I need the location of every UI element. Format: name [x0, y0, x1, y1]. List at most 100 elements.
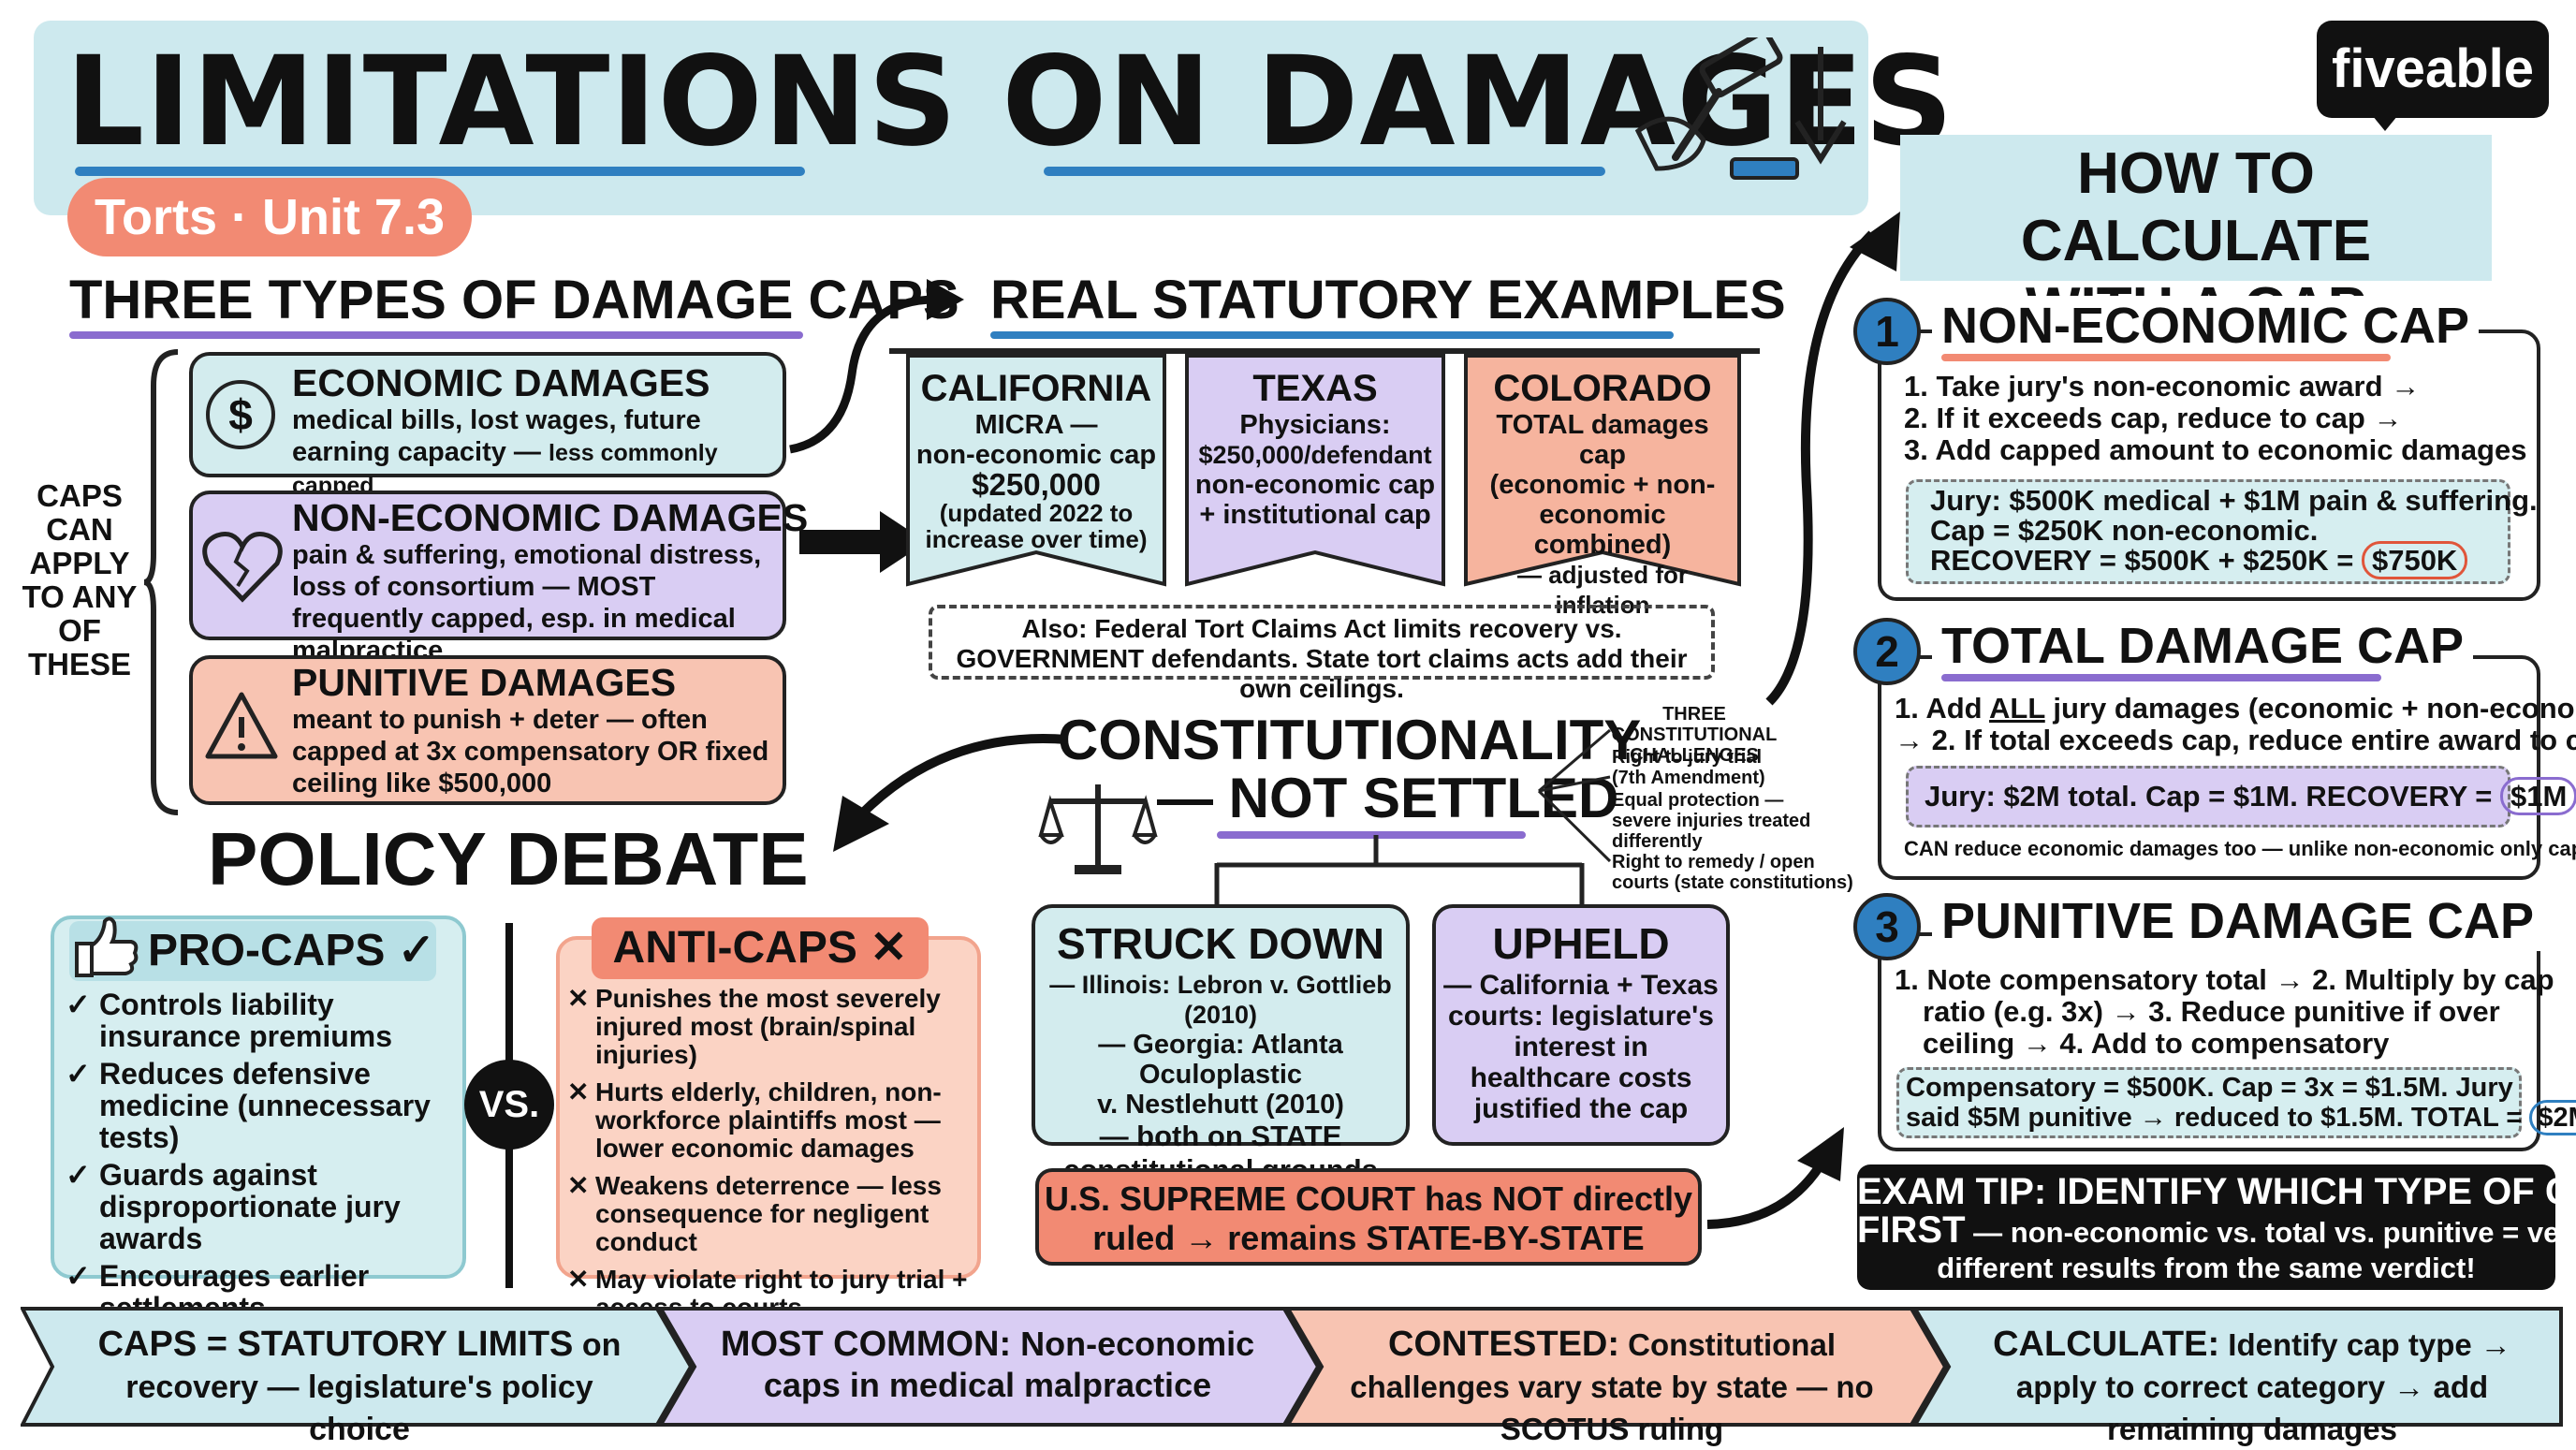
- challenge-item: Equal protection — severe injuries treat…: [1612, 790, 1811, 852]
- constitutionality-heading: CONSTITUTIONALITY: [1058, 709, 1642, 771]
- colorado-banner: COLORADO TOTAL damages cap (economic + n…: [1464, 354, 1741, 619]
- warning-icon: [205, 692, 278, 759]
- step1-result: $750K: [2361, 541, 2468, 579]
- arrow-to-policy: [833, 734, 1068, 852]
- step3-title: PUNITIVE DAMAGE CAP: [1932, 891, 2544, 951]
- banner-rod: [889, 348, 1760, 354]
- step3-example: [1896, 1067, 2522, 1138]
- colorado-line: (economic + non-: [1489, 470, 1716, 500]
- challenge-item: Right to remedy / open courts (state con…: [1612, 852, 1853, 893]
- step2-line: → 2. If total exceeds cap, reduce entire…: [1895, 724, 2576, 756]
- upheld-line: justified the cap: [1473, 1093, 1689, 1124]
- struck-down-line: — both on STATE: [1099, 1120, 1342, 1152]
- step2-example-line: Jury: $2M total. Cap = $1M. RECOVERY = $…: [1925, 777, 2576, 815]
- policy-debate-heading: POLICY DEBATE: [208, 817, 809, 901]
- colorado-line: TOTAL damages cap: [1496, 410, 1709, 470]
- step3-line: 1. Note compensatory total → 2. Multiply…: [1895, 963, 2554, 996]
- anti-caps-title: ANTI-CAPS ✕: [592, 917, 929, 979]
- step1-example: [1906, 479, 2510, 584]
- punitive-title: PUNITIVE DAMAGES: [292, 661, 677, 704]
- struck-down-line: — Illinois: Lebron v. Gottlieb (2010): [1049, 971, 1392, 1029]
- step1-example-line: RECOVERY = $500K + $250K = $750K: [1930, 541, 2468, 579]
- caps-side-label: CAPS CAN APPLY TO ANY OF THESE: [22, 478, 138, 681]
- step3-example-line: said $5M punitive → reduced to $1.5M. TO…: [1906, 1100, 2576, 1135]
- colorado-line: economic combined): [1533, 500, 1672, 560]
- step3-line: ceiling → 4. Add to compensatory: [1923, 1027, 2390, 1060]
- economic-damages-card: [189, 352, 786, 477]
- texas-line: $250,000/defendant: [1198, 441, 1432, 469]
- economic-body: medical bills, lost wages, future earnin…: [292, 405, 718, 499]
- punitive-damages-card: [189, 655, 786, 805]
- upheld-line: healthcare costs: [1470, 1062, 1692, 1093]
- colorado-title: COLORADO: [1493, 368, 1712, 409]
- scales-of-justice-icon: [1038, 784, 1158, 874]
- logo-tail: [2368, 110, 2402, 131]
- heading-underline: [1941, 674, 2381, 681]
- non-economic-body: pain & suffering, emotional distress, lo…: [292, 540, 762, 666]
- step3-line: ratio (e.g. 3x) → 3. Reduce punitive if …: [1923, 995, 2500, 1028]
- arrow-to-exam-tip: [1706, 1127, 1844, 1229]
- texas-line: non-economic cap: [1194, 470, 1436, 500]
- texas-title: TEXAS: [1252, 368, 1378, 409]
- challenge-brace-lines: [1537, 728, 1612, 863]
- step1-number: 1: [1853, 298, 1921, 365]
- struck-down-title: STRUCK DOWN: [1056, 919, 1385, 968]
- step3-result: $2M: [2529, 1100, 2576, 1135]
- gavel-down-arrow-icon: [1634, 37, 1847, 180]
- step3-number: 3: [1853, 893, 1921, 960]
- heading-underline: [69, 331, 803, 339]
- step3-example-line: Compensatory = $500K. Cap = 3x = $1.5M. …: [1906, 1073, 2513, 1103]
- anti-caps-panel: [556, 936, 981, 1279]
- title-underline: [1044, 167, 1605, 176]
- title-underline: [75, 167, 805, 176]
- footer-item-2: MOST COMMON: Non-economic caps in medica…: [720, 1325, 1255, 1404]
- calculate-heading: HOW TO CALCULATE WITH A CAP: [1900, 135, 2492, 341]
- broken-heart-icon: [202, 532, 283, 603]
- footer-item-4: CALCULATE: Identify cap type → apply to …: [1993, 1325, 2511, 1446]
- california-title: CALIFORNIA: [920, 368, 1152, 409]
- also-note: Also: Federal Tort Claims Act limits rec…: [929, 605, 1715, 703]
- step2-note: CAN reduce economic damages too — unlike…: [1904, 837, 2576, 860]
- step2-title: TOTAL DAMAGE CAP: [1932, 616, 2474, 676]
- california-line: MICRA —: [974, 410, 1098, 440]
- california-line: $250,000: [972, 467, 1101, 502]
- three-types-heading: THREE TYPES OF DAMAGE CAPS: [69, 270, 959, 330]
- anti-item: ✕Punishes the most severely injured most…: [567, 984, 941, 1069]
- heading-underline: [1217, 831, 1526, 839]
- tree-connector: [1214, 835, 1585, 906]
- exam-tip-box: EXAM TIP: IDENTIFY WHICH TYPE OF CAP FIR…: [1857, 1164, 2576, 1290]
- step1-example-line: Cap = $250K non-economic.: [1930, 514, 2319, 547]
- economic-title: ECONOMIC DAMAGES: [292, 361, 710, 404]
- non-economic-title: NON-ECONOMIC DAMAGES: [292, 496, 809, 539]
- brace-icon: [143, 349, 179, 815]
- footer-item-3: CONTESTED: Constitutional challenges var…: [1350, 1325, 1874, 1446]
- step1-line: 2. If it exceeds cap, reduce to cap →: [1904, 402, 2403, 434]
- struck-down-line: v. Nestlehutt (2010): [1097, 1090, 1344, 1120]
- step1-example-line: Jury: $500K medical + $1M pain & sufferi…: [1930, 484, 2538, 517]
- texas-line: Physicians:: [1239, 410, 1391, 440]
- struck-down-card: STRUCK DOWN — Illinois: Lebron v. Gottli…: [1032, 904, 1410, 1186]
- page-title: LIMITATIONS ON DAMAGES: [66, 30, 1954, 174]
- upheld-title: UPHELD: [1492, 919, 1670, 968]
- fiveable-logo: fiveable: [2317, 21, 2549, 118]
- arrow-to-calculate: [1765, 212, 1900, 706]
- upheld-line: — California + Texas: [1443, 970, 1719, 1001]
- pro-caps-title: PRO-CAPS ✓: [148, 926, 435, 975]
- california-line: (updated 2022 to: [939, 499, 1134, 527]
- step2-example: [1906, 766, 2510, 828]
- step1-line: 1. Take jury's non-economic award →: [1904, 370, 2421, 403]
- challenges-title: THREE CONSTITUTIONAL CHALLENGES: [1611, 704, 1778, 766]
- arrow-connectors: [789, 279, 964, 573]
- california-line: non-economic cap: [915, 440, 1157, 470]
- pro-caps-list: ✓Controls liability insurance premiums ✓…: [66, 989, 459, 1324]
- anti-item: ✕Weakens deterrence — less consequence f…: [567, 1171, 942, 1256]
- non-economic-damages-card: [189, 491, 786, 640]
- california-line: increase over time): [925, 525, 1148, 553]
- heading-underline: [1941, 354, 2391, 361]
- punitive-body: meant to punish + deter — often capped a…: [292, 705, 769, 798]
- pro-item: ✓Controls liability insurance premiums: [66, 988, 392, 1053]
- not-settled-heading: — NOT SETTLED: [1157, 767, 1619, 829]
- statutory-heading: REAL STATUTORY EXAMPLES: [990, 270, 1786, 330]
- step2-line: 1. Add ALL jury damages (economic + non-…: [1895, 692, 2576, 725]
